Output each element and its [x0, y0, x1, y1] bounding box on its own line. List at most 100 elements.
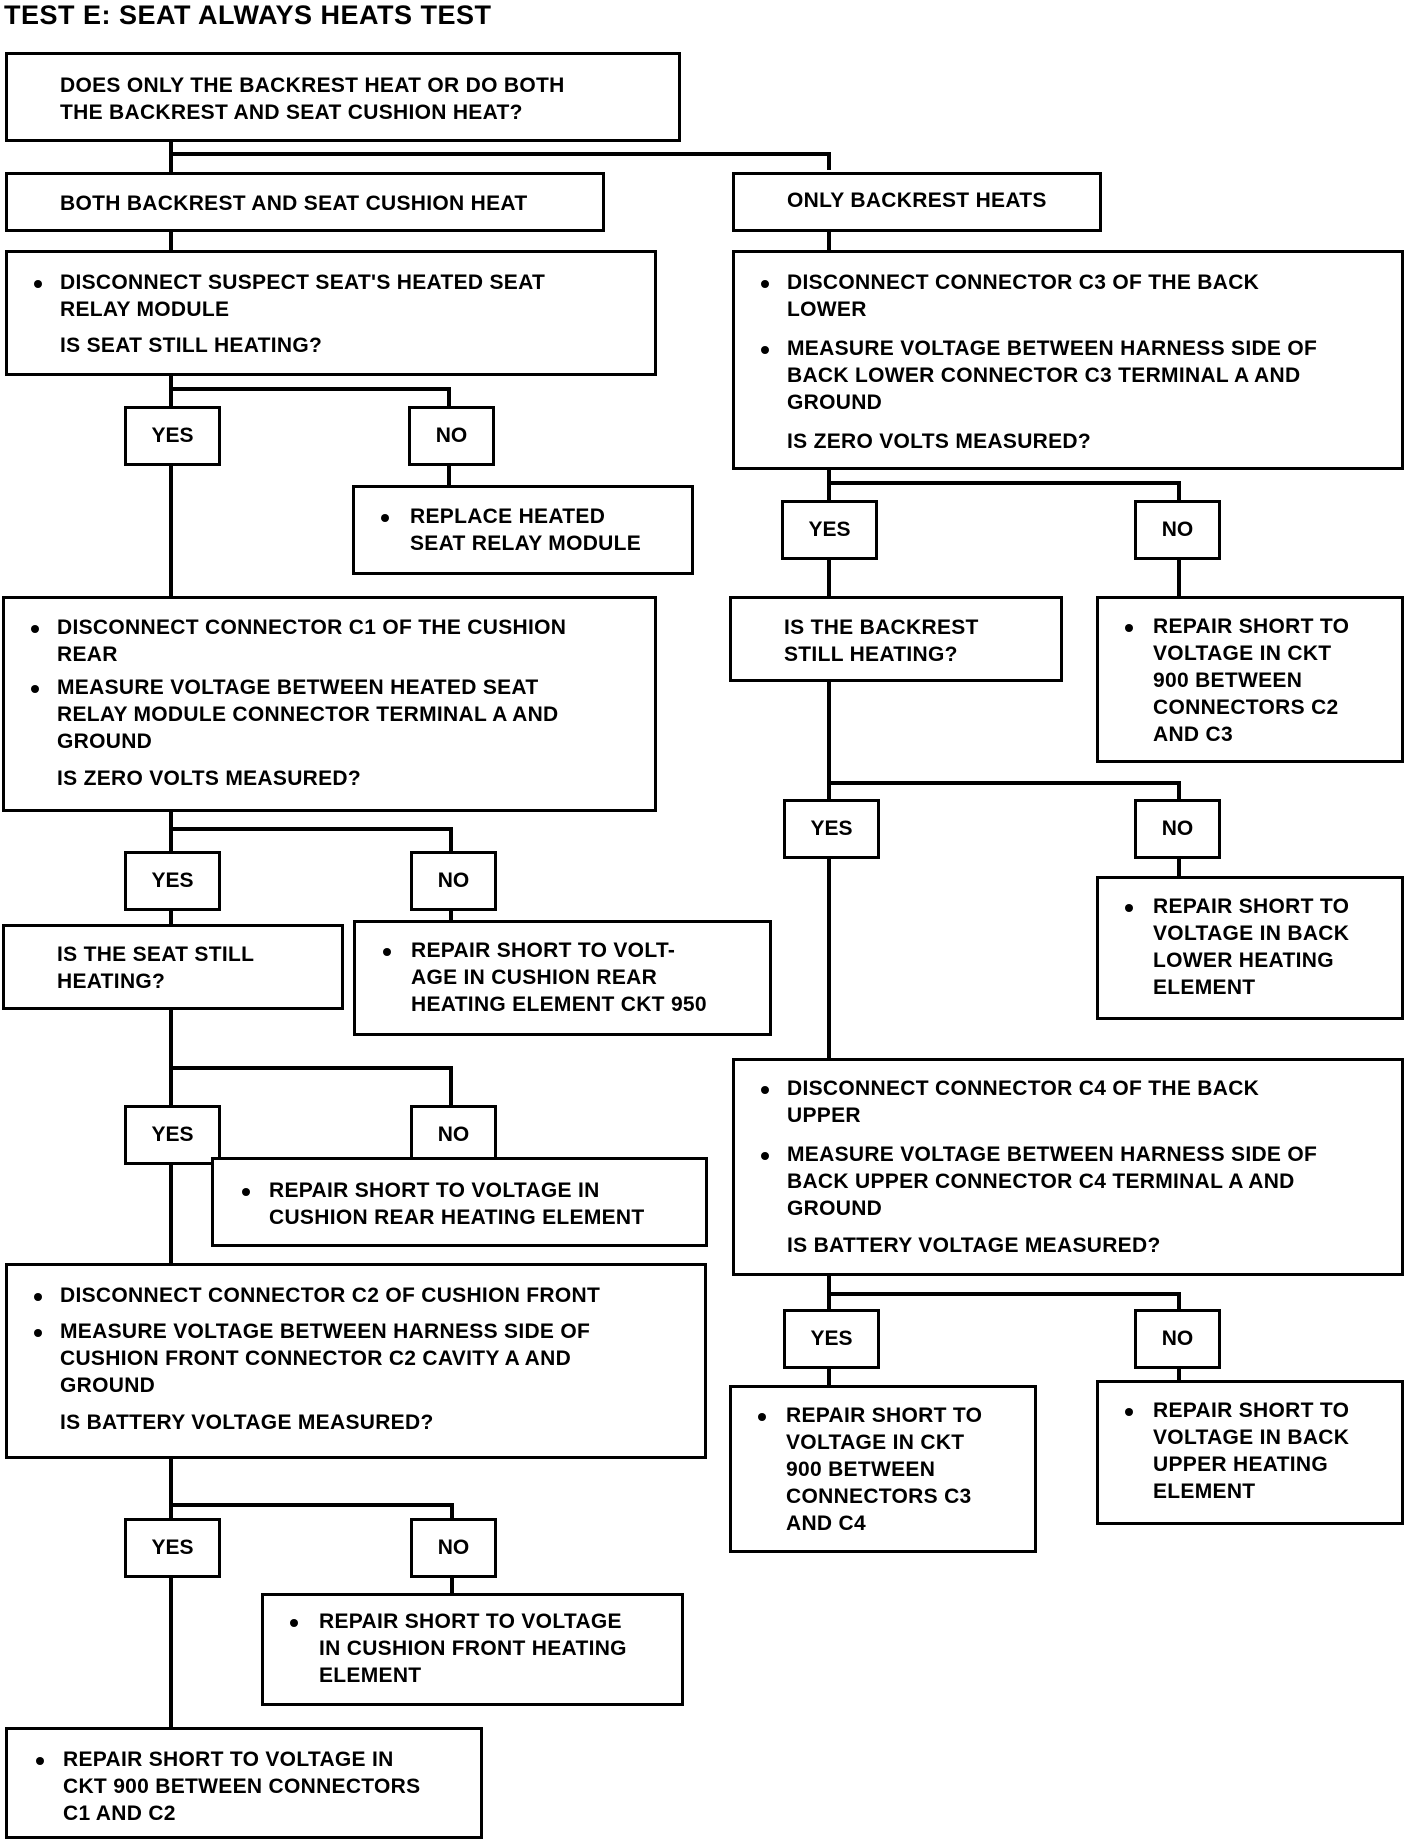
step-line: GROUND [60, 1374, 156, 1397]
step-line: GROUND [57, 730, 153, 753]
bullet-icon [381, 514, 389, 522]
bullet-icon [31, 625, 39, 633]
measure-c4-step: MEASURE VOLTAGE BETWEEN HARNESS SIDE OF … [735, 1141, 1401, 1222]
step-line: VOLTAGE IN BACK [1153, 1426, 1350, 1449]
step-line: REPAIR SHORT TO VOLT- [411, 939, 676, 962]
repair-back-lower-box: REPAIR SHORT TO VOLTAGE IN BACK LOWER HE… [1096, 876, 1404, 1020]
repair-cushion-rear-ckt950-box: REPAIR SHORT TO VOLT- AGE IN CUSHION REA… [353, 920, 772, 1036]
step-line: REPAIR SHORT TO [1153, 615, 1350, 638]
bullet-icon [34, 1293, 42, 1301]
bullet-icon [290, 1619, 298, 1627]
measure-c2-box: DISCONNECT CONNECTOR C2 OF CUSHION FRONT… [5, 1263, 707, 1459]
step-line: AND C4 [786, 1512, 866, 1535]
bullet-icon [34, 1329, 42, 1337]
question-line: HEATING? [57, 970, 166, 993]
bullet-icon [1125, 624, 1133, 632]
question-line: IS THE BACKREST [784, 616, 979, 639]
step-line: AGE IN CUSHION REAR [411, 966, 658, 989]
step-line: REPAIR SHORT TO VOLTAGE IN [63, 1748, 394, 1771]
disconnect-relay-box: DISCONNECT SUSPECT SEAT'S HEATED SEAT RE… [5, 250, 657, 376]
no-label: NO [1134, 1309, 1221, 1369]
disconnect-c1-step: DISCONNECT CONNECTOR C1 OF THE CUSHION R… [5, 614, 654, 668]
repair-back-upper-step: REPAIR SHORT TO VOLTAGE IN BACK UPPER HE… [1099, 1397, 1401, 1505]
step-line: HEATING ELEMENT CKT 950 [411, 993, 707, 1016]
step-line: LOWER [787, 298, 867, 321]
step-line: CUSHION REAR HEATING ELEMENT [269, 1206, 645, 1229]
measure-c1-step: MEASURE VOLTAGE BETWEEN HEATED SEAT RELA… [5, 674, 654, 755]
measure-c4-box: DISCONNECT CONNECTOR C4 OF THE BACK UPPE… [732, 1058, 1404, 1276]
step-line: MEASURE VOLTAGE BETWEEN HEATED SEAT [57, 676, 539, 699]
question-line: STILL HEATING? [784, 643, 958, 666]
step-line: GROUND [787, 391, 883, 414]
bullet-icon [758, 1413, 766, 1421]
repair-cushion-rear-ckt950-step: REPAIR SHORT TO VOLT- AGE IN CUSHION REA… [356, 937, 769, 1018]
step-line: MEASURE VOLTAGE BETWEEN HARNESS SIDE OF [787, 1143, 1318, 1166]
step-line: MEASURE VOLTAGE BETWEEN HARNESS SIDE OF [787, 337, 1318, 360]
step-line: REPLACE HEATED [410, 505, 606, 528]
step-line: DISCONNECT SUSPECT SEAT'S HEATED SEAT [60, 271, 546, 294]
step-line: 900 BETWEEN [1153, 669, 1303, 692]
repair-ckt900-c1-c2-box: REPAIR SHORT TO VOLTAGE IN CKT 900 BETWE… [5, 1727, 483, 1839]
step-line: RELAY MODULE [60, 298, 230, 321]
relay-question: IS SEAT STILL HEATING? [60, 334, 323, 357]
no-label: NO [1134, 500, 1221, 560]
bullet-icon [383, 948, 391, 956]
no-label: NO [410, 851, 497, 911]
start-question-box: DOES ONLY THE BACKREST HEAT OR DO BOTH T… [5, 52, 681, 142]
disconnect-relay-step: DISCONNECT SUSPECT SEAT'S HEATED SEAT RE… [8, 269, 654, 323]
step-line: CONNECTORS C3 [786, 1485, 972, 1508]
c4-question: IS BATTERY VOLTAGE MEASURED? [787, 1234, 1161, 1257]
page-title: TEST E: SEAT ALWAYS HEATS TEST [4, 0, 492, 30]
step-line: VOLTAGE IN CKT [786, 1431, 965, 1454]
disconnect-c3-step: DISCONNECT CONNECTOR C3 OF THE BACK LOWE… [735, 269, 1401, 323]
yes-label: YES [124, 1518, 221, 1578]
repair-cushion-front-box: REPAIR SHORT TO VOLTAGE IN CUSHION FRONT… [261, 1593, 684, 1706]
step-line: SEAT RELAY MODULE [410, 532, 642, 555]
measure-c3-box: DISCONNECT CONNECTOR C3 OF THE BACK LOWE… [732, 250, 1404, 470]
bullet-icon [761, 280, 769, 288]
start-question-line-1: DOES ONLY THE BACKREST HEAT OR DO BOTH [60, 74, 565, 97]
step-line: ELEMENT [1153, 976, 1256, 999]
backrest-still-heating-box: IS THE BACKREST STILL HEATING? [729, 596, 1063, 682]
step-line: RELAY MODULE CONNECTOR TERMINAL A AND [57, 703, 559, 726]
only-backrest-box: ONLY BACKREST HEATS [732, 172, 1102, 232]
no-label: NO [410, 1518, 497, 1578]
no-label: NO [408, 406, 495, 466]
repair-ckt900-c3-c4-box: REPAIR SHORT TO VOLTAGE IN CKT 900 BETWE… [729, 1385, 1037, 1553]
step-line: CONNECTORS C2 [1153, 696, 1339, 719]
repair-cushion-rear-element-box: REPAIR SHORT TO VOLTAGE IN CUSHION REAR … [211, 1157, 708, 1247]
yes-label: YES [783, 799, 880, 859]
bullet-icon [1125, 1408, 1133, 1416]
step-line: MEASURE VOLTAGE BETWEEN HARNESS SIDE OF [60, 1320, 591, 1343]
step-line: LOWER HEATING [1153, 949, 1334, 972]
step-line: CUSHION FRONT CONNECTOR C2 CAVITY A AND [60, 1347, 572, 1370]
repair-back-lower-step: REPAIR SHORT TO VOLTAGE IN BACK LOWER HE… [1099, 893, 1401, 1001]
replace-relay-box: REPLACE HEATED SEAT RELAY MODULE [352, 485, 694, 575]
disconnect-c2-step: DISCONNECT CONNECTOR C2 OF CUSHION FRONT [8, 1282, 704, 1309]
bullet-icon [761, 1086, 769, 1094]
replace-relay-step: REPLACE HEATED SEAT RELAY MODULE [355, 503, 691, 557]
step-line: REAR [57, 643, 118, 666]
step-line: BACK UPPER CONNECTOR C4 TERMINAL A AND [787, 1170, 1295, 1193]
step-line: IN CUSHION FRONT HEATING [319, 1637, 627, 1660]
bullet-icon [31, 685, 39, 693]
yes-label: YES [781, 500, 878, 560]
bullet-icon [34, 280, 42, 288]
repair-back-upper-box: REPAIR SHORT TO VOLTAGE IN BACK UPPER HE… [1096, 1380, 1404, 1525]
start-question-line-2: THE BACKREST AND SEAT CUSHION HEAT? [60, 101, 523, 124]
question-line: IS THE SEAT STILL [57, 943, 255, 966]
step-line: DISCONNECT CONNECTOR C4 OF THE BACK [787, 1077, 1260, 1100]
step-line: DISCONNECT CONNECTOR C2 OF CUSHION FRONT [60, 1284, 601, 1307]
disconnect-c4-step: DISCONNECT CONNECTOR C4 OF THE BACK UPPE… [735, 1075, 1401, 1129]
both-heat-box: BOTH BACKREST AND SEAT CUSHION HEAT [5, 172, 605, 232]
step-line: VOLTAGE IN CKT [1153, 642, 1332, 665]
c1-question: IS ZERO VOLTS MEASURED? [57, 767, 362, 790]
seat-still-heating-box: IS THE SEAT STILL HEATING? [2, 924, 344, 1010]
repair-ckt900-c1-c2-step: REPAIR SHORT TO VOLTAGE IN CKT 900 BETWE… [8, 1746, 480, 1827]
measure-c1-box: DISCONNECT CONNECTOR C1 OF THE CUSHION R… [2, 596, 657, 812]
bullet-icon [242, 1188, 250, 1196]
yes-label: YES [783, 1309, 880, 1369]
step-line: REPAIR SHORT TO [1153, 1399, 1350, 1422]
only-backrest-label: ONLY BACKREST HEATS [787, 189, 1047, 212]
